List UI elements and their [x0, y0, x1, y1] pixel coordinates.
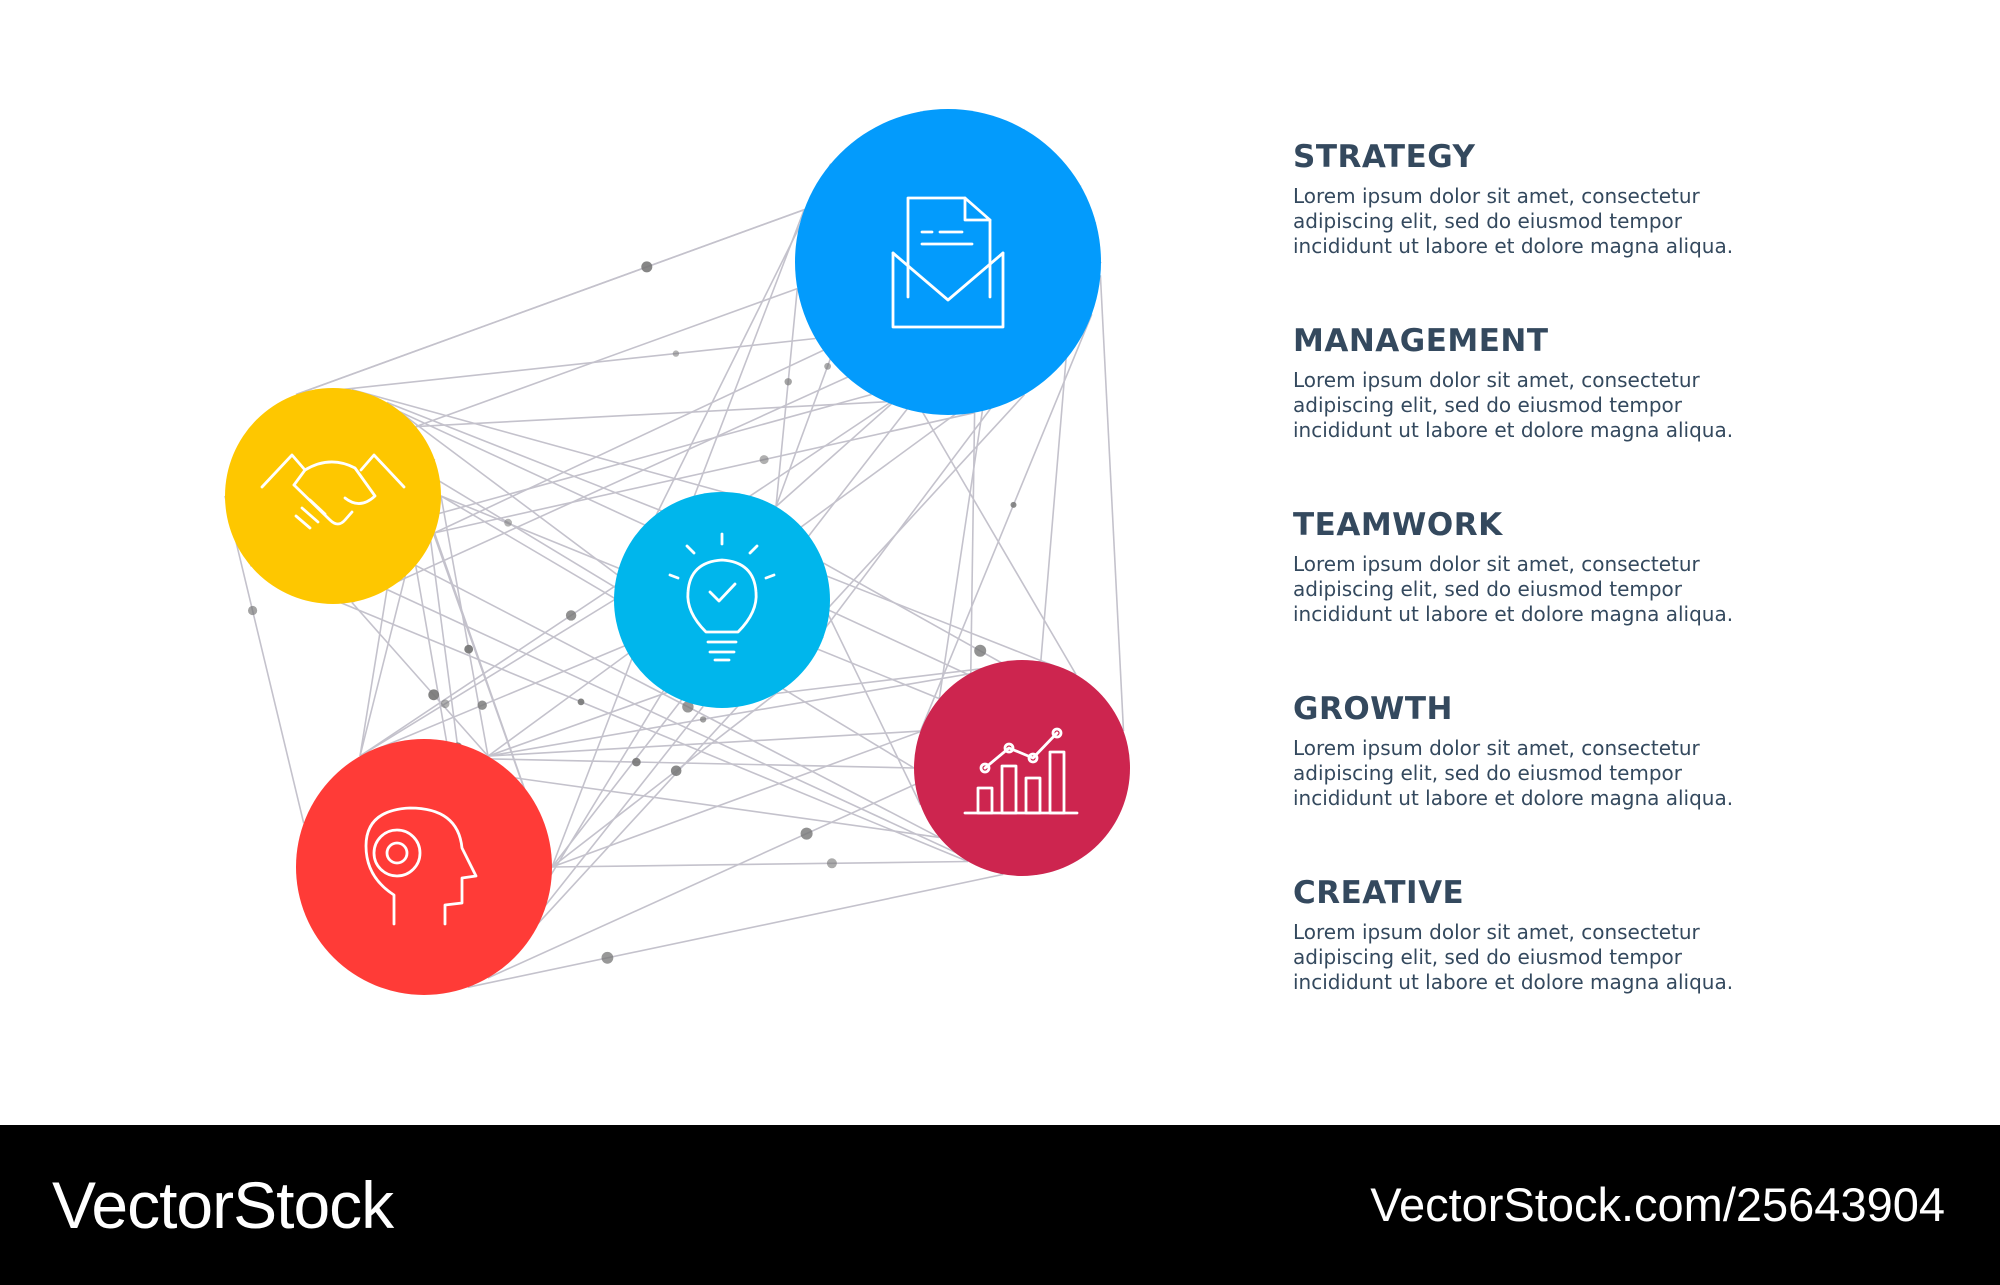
- connection-line: [351, 601, 489, 757]
- legend-title: GROWTH: [1293, 691, 1453, 727]
- node-management: [225, 388, 441, 604]
- connection-dot: [824, 362, 831, 370]
- connection-dot: [682, 701, 694, 713]
- connection-line: [467, 873, 1004, 989]
- footer-url: VectorStock.com/25643904: [1370, 1178, 1945, 1231]
- connection-dot: [565, 610, 577, 621]
- connection-dot: [248, 605, 258, 616]
- connection-dot: [577, 698, 585, 706]
- connection-line: [775, 288, 799, 507]
- legend-item-management: MANAGEMENT Lorem ipsum dolor sit amet, c…: [1293, 322, 1933, 506]
- legend-description: Lorem ipsum dolor sit amet, consectetur …: [1293, 920, 1734, 994]
- node-teamwork-circle: [614, 492, 830, 708]
- envelope-document-icon: [891, 196, 1005, 329]
- connection-dot: [504, 518, 512, 527]
- connection-dot: [759, 455, 769, 465]
- connection-line: [224, 495, 305, 824]
- connection-line: [415, 287, 798, 428]
- legend-title: CREATIVE: [1293, 875, 1465, 911]
- node-creative-circle: [296, 739, 552, 995]
- legend-description: Lorem ipsum dolor sit amet, consectetur …: [1293, 736, 1734, 810]
- connection-dot: [632, 757, 641, 767]
- legend-item-growth: GROWTH Lorem ipsum dolor sit amet, conse…: [1293, 690, 1933, 874]
- connection-dot: [1010, 501, 1017, 508]
- node-growth-circle: [914, 660, 1130, 876]
- legend-title: TEAMWORK: [1293, 507, 1503, 543]
- connection-line: [551, 692, 777, 868]
- connection-line: [487, 660, 1041, 757]
- connection-dot: [601, 951, 614, 964]
- connection-dot: [464, 644, 474, 654]
- connection-line: [351, 388, 777, 508]
- network-diagram: [224, 109, 1130, 995]
- bar-chart-growth-icon: [963, 727, 1079, 815]
- node-strategy-circle: [795, 109, 1101, 415]
- legend-list: STRATEGY Lorem ipsum dolor sit amet, con…: [1293, 138, 1933, 1058]
- head-gear-icon: [364, 806, 478, 926]
- legend-item-creative: CREATIVE Lorem ipsum dolor sit amet, con…: [1293, 874, 1933, 1058]
- connection-line: [295, 208, 805, 396]
- connection-line: [440, 495, 489, 757]
- connection-dot: [670, 765, 682, 777]
- watermark-footer: VectorStock VectorStock.com/25643904: [0, 1125, 2000, 1285]
- node-strategy: [795, 109, 1101, 415]
- node-creative: [296, 739, 552, 995]
- connection-dot: [641, 261, 653, 273]
- connection-line: [919, 313, 1093, 732]
- connection-dot: [800, 827, 813, 840]
- connection-line: [1099, 275, 1125, 732]
- connection-dot: [699, 716, 707, 723]
- connection-line: [551, 860, 969, 868]
- legend-title: STRATEGY: [1293, 139, 1476, 175]
- legend-description: Lorem ipsum dolor sit amet, consectetur …: [1293, 368, 1734, 442]
- legend-description: Lorem ipsum dolor sit amet, consectetur …: [1293, 552, 1734, 626]
- connection-dot: [974, 644, 987, 657]
- footer-brand-logo: VectorStock: [52, 1168, 394, 1242]
- lightbulb-check-icon: [668, 532, 776, 662]
- legend-item-strategy: STRATEGY Lorem ipsum dolor sit amet, con…: [1293, 138, 1933, 322]
- connection-line: [296, 337, 816, 396]
- connection-dot: [428, 689, 440, 701]
- connection-line: [386, 588, 1004, 876]
- connection-dot: [784, 378, 792, 386]
- legend-title: MANAGEMENT: [1293, 323, 1549, 359]
- connection-dot: [672, 350, 680, 357]
- legend-description: Lorem ipsum dolor sit amet, consectetur …: [1293, 184, 1734, 258]
- connection-line: [415, 564, 940, 839]
- node-teamwork: [614, 492, 830, 708]
- node-growth: [914, 660, 1130, 876]
- connection-dot: [477, 700, 487, 710]
- connection-dot: [440, 699, 450, 709]
- legend-item-teamwork: TEAMWORK Lorem ipsum dolor sit amet, con…: [1293, 506, 1933, 690]
- connection-line: [359, 589, 388, 757]
- connection-line: [359, 599, 615, 757]
- connection-dot: [826, 858, 837, 869]
- node-management-circle: [225, 388, 441, 604]
- handshake-icon: [260, 453, 406, 530]
- connection-line: [487, 730, 921, 757]
- connection-line: [434, 411, 975, 534]
